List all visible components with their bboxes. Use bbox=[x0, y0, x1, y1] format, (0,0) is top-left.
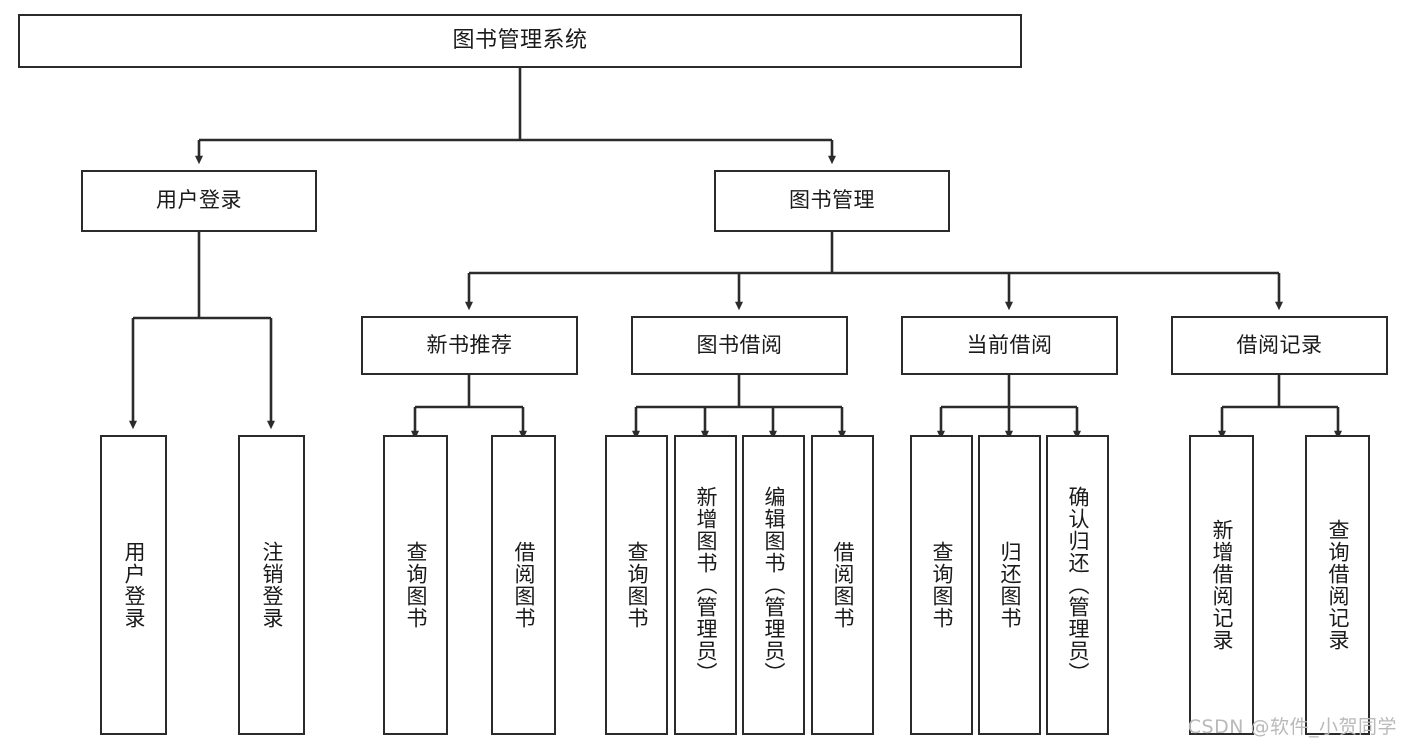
leaf-current-query[interactable]: 查询图书 bbox=[910, 435, 973, 735]
leaf-user-login-logout[interactable]: 注销登录 bbox=[238, 435, 305, 735]
node-label: 确认归还（管理员） bbox=[1065, 486, 1090, 684]
node-current-borrow[interactable]: 当前借阅 bbox=[901, 316, 1118, 375]
node-label: 借阅记录 bbox=[1236, 332, 1323, 357]
node-new-book-recommend[interactable]: 新书推荐 bbox=[361, 316, 578, 375]
node-label: 查询图书 bbox=[929, 541, 954, 629]
node-label: 用户登录 bbox=[156, 188, 242, 213]
node-user-login[interactable]: 用户登录 bbox=[81, 170, 317, 232]
leaf-records-query[interactable]: 查询借阅记录 bbox=[1305, 435, 1370, 735]
node-label: 用户登录 bbox=[121, 541, 146, 629]
node-label: 归还图书 bbox=[997, 541, 1022, 629]
leaf-borrow-borrow-book[interactable]: 借阅图书 bbox=[811, 435, 874, 735]
csdn-watermark: CSDN @软件_小贺同学 bbox=[1187, 716, 1397, 738]
node-borrow-records[interactable]: 借阅记录 bbox=[1171, 316, 1388, 375]
leaf-new-book-query[interactable]: 查询图书 bbox=[383, 435, 448, 735]
node-label: 注销登录 bbox=[259, 541, 284, 629]
leaf-new-book-borrow[interactable]: 借阅图书 bbox=[491, 435, 556, 735]
node-label: 新书推荐 bbox=[426, 332, 513, 357]
leaf-user-login-login[interactable]: 用户登录 bbox=[100, 435, 167, 735]
node-label: 查询借阅记录 bbox=[1325, 519, 1350, 651]
node-label: 编辑图书（管理员） bbox=[761, 486, 786, 684]
node-label: 图书借阅 bbox=[696, 332, 783, 357]
node-label: 新增借阅记录 bbox=[1209, 519, 1234, 651]
node-book-management[interactable]: 图书管理 bbox=[714, 170, 950, 232]
node-book-borrow[interactable]: 图书借阅 bbox=[631, 316, 848, 375]
node-label: 借阅图书 bbox=[830, 541, 855, 629]
node-label: 借阅图书 bbox=[511, 541, 536, 629]
leaf-borrow-add-book-admin[interactable]: 新增图书（管理员） bbox=[674, 435, 737, 735]
node-label: 图书管理 bbox=[789, 188, 875, 213]
node-label: 查询图书 bbox=[403, 541, 428, 629]
node-label: 新增图书（管理员） bbox=[693, 486, 718, 684]
node-root-system[interactable]: 图书管理系统 bbox=[18, 14, 1022, 68]
node-label: 查询图书 bbox=[624, 541, 649, 629]
leaf-borrow-query[interactable]: 查询图书 bbox=[605, 435, 668, 735]
leaf-borrow-edit-book-admin[interactable]: 编辑图书（管理员） bbox=[742, 435, 805, 735]
leaf-current-return[interactable]: 归还图书 bbox=[978, 435, 1041, 735]
leaf-current-confirm-return-admin[interactable]: 确认归还（管理员） bbox=[1046, 435, 1109, 735]
leaf-records-add[interactable]: 新增借阅记录 bbox=[1189, 435, 1254, 735]
node-label: 图书管理系统 bbox=[452, 27, 588, 53]
node-label: 当前借阅 bbox=[966, 332, 1053, 357]
